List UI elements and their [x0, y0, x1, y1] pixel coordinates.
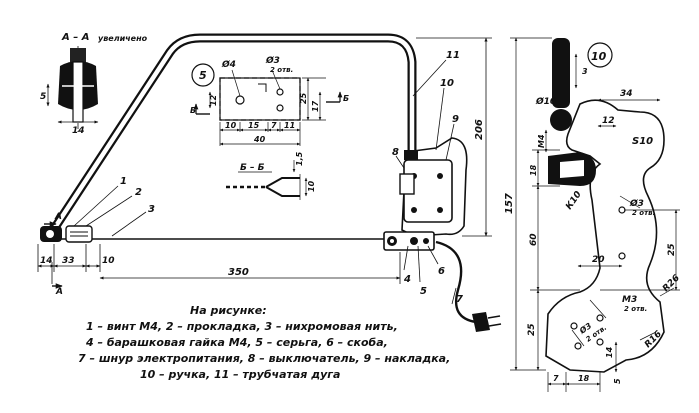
- detail10-hole-10: Ø10: [535, 96, 556, 107]
- detail10-m3: М3: [622, 295, 637, 305]
- detail5-hole-3-note: 2 отв.: [270, 66, 293, 74]
- detail5-b-right: Б: [343, 94, 349, 103]
- dim-33: 33: [62, 256, 75, 266]
- detail10-dim-3: 3: [582, 67, 588, 76]
- dim-206: 206: [474, 119, 485, 140]
- section-bb-dim-1-5: 1,5: [295, 151, 304, 166]
- caption-line-1: 1 – винт М4, 2 – прокладка, 3 – нихромов…: [86, 320, 398, 333]
- detail10-m4: М4: [537, 134, 546, 148]
- detail-5: 5: [191, 63, 343, 146]
- detail5-dim-7: 7: [271, 121, 277, 130]
- caption-title: На рисунке:: [190, 304, 267, 317]
- saw-frame: А А: [40, 33, 502, 332]
- callout-1: 1: [120, 176, 127, 187]
- detail10-s10: S10: [632, 136, 653, 147]
- detail10-dim-25a: 25: [667, 243, 677, 256]
- detail10-dim-7: 7: [553, 374, 559, 383]
- callout-3: 3: [148, 204, 155, 215]
- callout-5: 5: [420, 286, 427, 297]
- detail5-dim-11: 11: [284, 121, 295, 130]
- dim-10: 10: [102, 256, 115, 266]
- callout-6: 6: [438, 266, 445, 277]
- detail-10: 10: [510, 37, 680, 392]
- section-bb-dim-10: 10: [307, 180, 316, 192]
- caption: На рисунке: 1 – винт М4, 2 – прокладка, …: [78, 304, 450, 381]
- caption-line-4: 10 – ручка, 11 – трубчатая дуга: [140, 368, 340, 381]
- detail5-dim-12: 12: [209, 94, 218, 106]
- detail10-dim-157: 157: [504, 193, 515, 214]
- detail10-dim-34: 34: [620, 89, 633, 99]
- detail10-dim-12: 12: [602, 116, 615, 126]
- detail10-dim-18: 18: [529, 164, 538, 176]
- callout-8: 8: [392, 147, 399, 158]
- detail5-dim-25: 25: [299, 92, 308, 104]
- main-callouts: [73, 59, 457, 305]
- detail10-dim-18b: 18: [578, 374, 590, 383]
- main-a-bottom: А: [55, 287, 63, 297]
- main-a-top: А: [54, 212, 62, 222]
- detail5-dim-17: 17: [311, 100, 320, 112]
- main-dimensions: [37, 37, 492, 284]
- section-aa-dim-5: 5: [40, 92, 46, 102]
- callout-4: 4: [403, 274, 411, 285]
- detail10-dim-20: 20: [592, 255, 605, 265]
- callout-2: 2: [135, 187, 142, 198]
- detail5-hole-4: Ø4: [221, 59, 236, 70]
- detail5-b-left: Б: [190, 106, 196, 115]
- detail10-callout: 10: [591, 50, 607, 63]
- section-aa-label: А – А: [61, 32, 89, 43]
- detail10-k10: К10: [564, 190, 584, 212]
- caption-line-3: 7 – шнур электропитания, 8 – выключатель…: [78, 352, 450, 365]
- detail10-m3-note: 2 отв.: [624, 305, 647, 313]
- section-bb: Б – Б: [226, 160, 308, 200]
- section-bb-label: Б – Б: [240, 163, 265, 173]
- detail10-dim-60: 60: [529, 233, 539, 246]
- detail10-dim-25b: 25: [527, 323, 537, 336]
- callout-10: 10: [440, 78, 454, 89]
- main-callout-labels: 1 2 3 4 5 6 7 8 9 10 11: [120, 50, 463, 305]
- callout-7: 7: [456, 294, 463, 305]
- detail5-hole-3: Ø3: [265, 55, 280, 66]
- detail10-r26: R26: [661, 273, 682, 294]
- detail10-hole-3: Ø3: [629, 198, 644, 209]
- detail10-hole-3-note: 2 отв.: [632, 209, 655, 217]
- detail5-dim-40: 40: [253, 135, 266, 144]
- dim-350: 350: [228, 267, 249, 278]
- dim-14: 14: [40, 256, 53, 266]
- caption-line-2: 4 – барашковая гайка М4, 5 – серьга, 6 –…: [85, 336, 388, 349]
- detail10-dim-5: 5: [613, 378, 622, 384]
- callout-11: 11: [446, 50, 460, 61]
- detail10-dim-14: 14: [605, 346, 614, 358]
- detail5-dim-10: 10: [225, 121, 237, 130]
- detail5-callout: 5: [199, 69, 207, 82]
- section-aa-dim-14: 14: [72, 126, 85, 136]
- section-aa: А – А увеличено 14 5: [40, 32, 148, 136]
- detail5-dim-15: 15: [248, 121, 260, 130]
- section-aa-note: увеличено: [98, 34, 148, 43]
- callout-9: 9: [452, 114, 459, 125]
